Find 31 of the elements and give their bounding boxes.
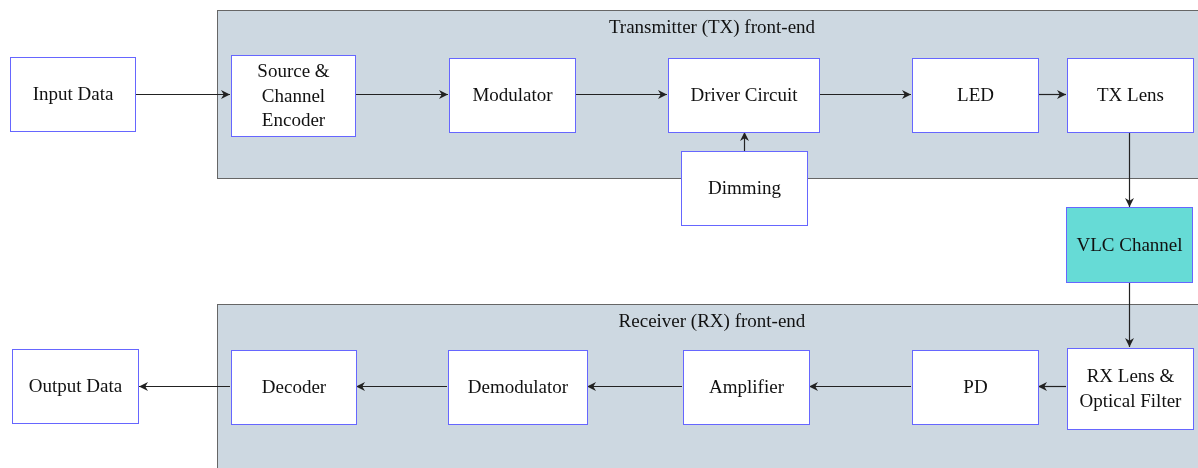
group-title: Receiver (RX) front-end bbox=[617, 310, 807, 332]
arrow bbox=[1037, 382, 1067, 391]
process-box: Modulator bbox=[449, 58, 576, 133]
arrow bbox=[818, 90, 912, 99]
process-box: Decoder bbox=[231, 350, 357, 425]
group-panel bbox=[217, 10, 1198, 179]
group-title: Transmitter (TX) front-end bbox=[607, 16, 817, 38]
process-box: PD bbox=[912, 350, 1039, 425]
process-box: RX Lens & Optical Filter bbox=[1067, 348, 1194, 430]
arrow bbox=[135, 90, 231, 99]
arrow bbox=[1037, 90, 1067, 99]
arrow bbox=[740, 131, 749, 152]
process-box: VLC Channel bbox=[1066, 207, 1193, 283]
arrow bbox=[355, 382, 448, 391]
group-panel bbox=[217, 304, 1198, 468]
process-box: Demodulator bbox=[448, 350, 588, 425]
process-box: Output Data bbox=[12, 349, 139, 424]
process-box: Amplifier bbox=[683, 350, 810, 425]
process-box: Source & Channel Encoder bbox=[231, 55, 356, 137]
process-box: Input Data bbox=[10, 57, 136, 132]
process-box: Driver Circuit bbox=[668, 58, 820, 133]
process-box: LED bbox=[912, 58, 1039, 133]
process-box: Dimming bbox=[681, 151, 808, 226]
process-box: TX Lens bbox=[1067, 58, 1194, 133]
arrow bbox=[574, 90, 668, 99]
arrow bbox=[1125, 282, 1134, 348]
arrow bbox=[586, 382, 683, 391]
arrow bbox=[808, 382, 912, 391]
arrow bbox=[138, 382, 231, 391]
arrow bbox=[354, 90, 449, 99]
arrow bbox=[1125, 131, 1134, 208]
